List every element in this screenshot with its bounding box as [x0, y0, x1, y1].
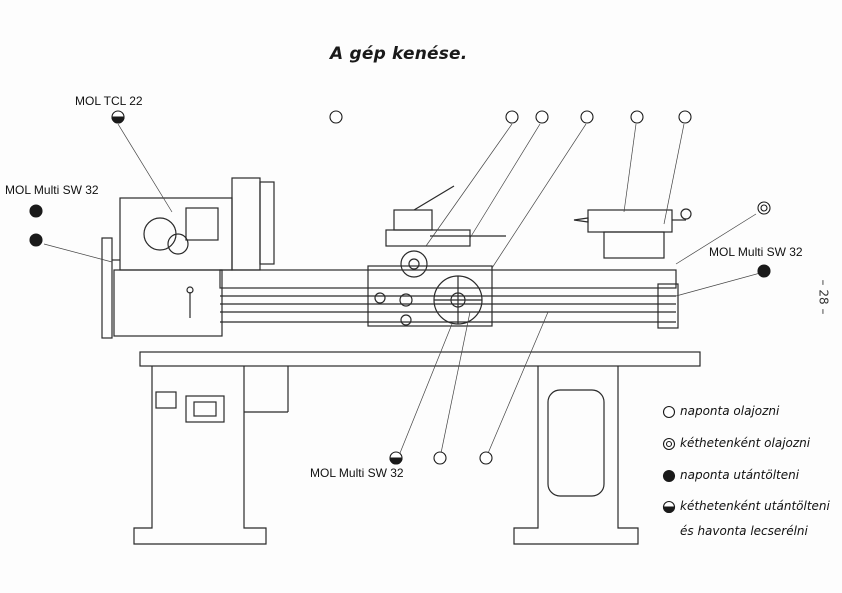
marker-left-filled-1: [29, 204, 43, 218]
left-leg: [133, 366, 267, 545]
label-multi-bottom: MOL Multi SW 32: [310, 466, 404, 480]
lathe-bed: [219, 269, 677, 289]
marker-empty-1: [329, 110, 343, 124]
page-title: A gép kenése.: [330, 44, 468, 64]
right-leg: [513, 366, 639, 545]
marker-bottom-half: [389, 451, 403, 465]
marker-empty-2: [505, 110, 519, 124]
marker-empty-5: [630, 110, 644, 124]
legend-symbols: [662, 405, 676, 514]
legend-biweekly-oil: kéthetenként olajozni: [680, 436, 811, 450]
legend-half-icon: [662, 500, 676, 514]
legend-filled-icon: [662, 469, 676, 483]
legend-biweekly-refill: kéthetenként utántölteni: [680, 499, 830, 513]
marker-right-filled: [757, 264, 771, 278]
marker-empty-4: [580, 110, 594, 124]
label-multi-right: MOL Multi SW 32: [709, 245, 803, 259]
chip-tray: [139, 351, 701, 367]
label-multi-left: MOL Multi SW 32: [5, 183, 99, 197]
marker-tcl22: [111, 110, 125, 124]
label-tcl22: MOL TCL 22: [75, 94, 143, 108]
marker-ringed: [757, 201, 771, 215]
legend-monthly-replace: és havonta lecserélni: [680, 524, 808, 538]
carriage: [367, 265, 493, 327]
page-number: – 28 –: [816, 279, 831, 315]
legend-empty-icon: [662, 405, 676, 419]
tailstock: [587, 209, 673, 233]
marker-left-filled-2: [29, 233, 43, 247]
marker-empty-8: [479, 451, 493, 465]
tool-post: [393, 209, 433, 231]
marker-empty-3: [535, 110, 549, 124]
legend-ringed-icon: [662, 437, 676, 451]
marker-empty-6: [678, 110, 692, 124]
legend-daily-oil: naponta olajozni: [680, 404, 780, 418]
legend-daily-refill: naponta utántölteni: [680, 468, 800, 482]
marker-empty-7: [433, 451, 447, 465]
chuck: [259, 181, 275, 265]
